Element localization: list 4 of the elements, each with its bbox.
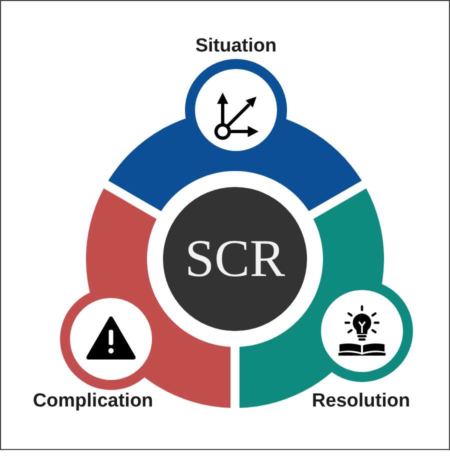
segment-heading: Resolution bbox=[312, 392, 410, 410]
segment-heading: Complication bbox=[32, 392, 154, 410]
center-label: SCR bbox=[184, 232, 286, 286]
segment-heading: Situation bbox=[195, 36, 277, 56]
